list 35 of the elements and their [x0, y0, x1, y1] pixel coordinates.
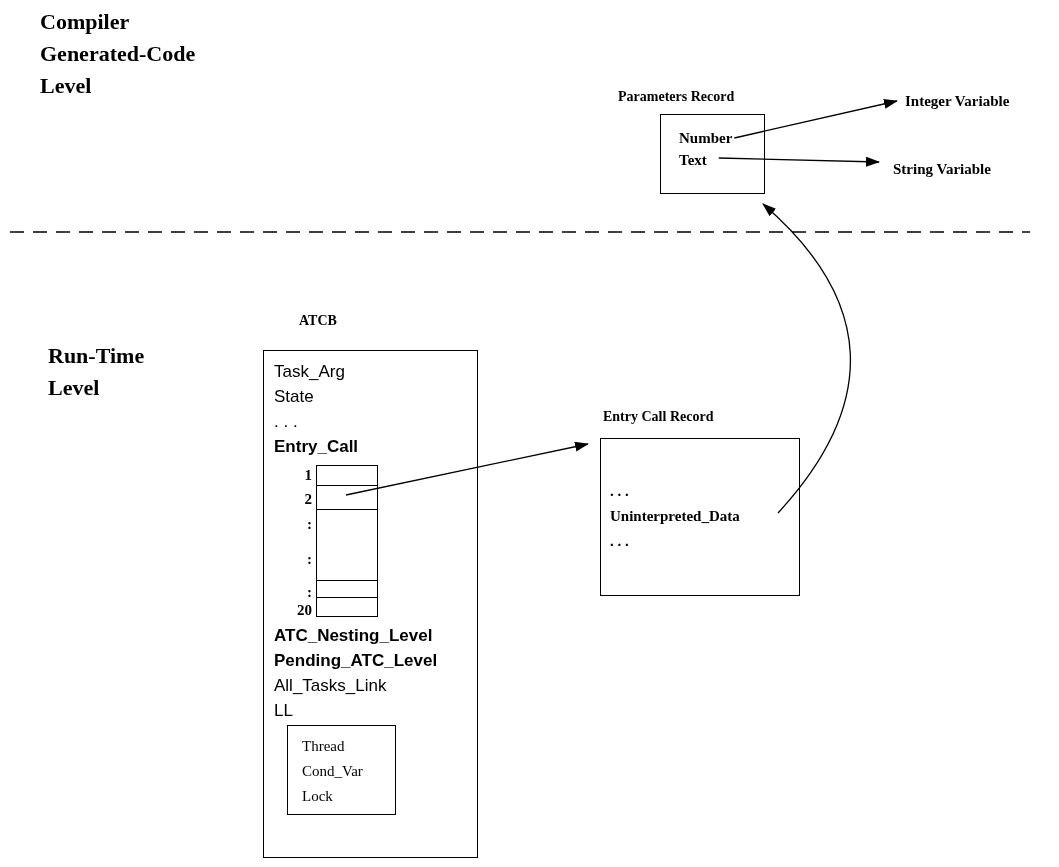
array-box [316, 465, 378, 617]
level-label: Compiler Generated-Code Level [40, 8, 197, 100]
field-name: . . . [610, 482, 629, 501]
field-name: Entry_Call [274, 436, 359, 458]
level-label: Run-Time Level [48, 342, 146, 402]
field-name: . . . [610, 532, 629, 551]
field-name: Uninterpreted_Data [610, 507, 740, 526]
type-label: Integer Variable [905, 92, 1010, 110]
nested-box [287, 725, 396, 815]
arrow [762, 203, 851, 514]
field-name: Task_Arg [274, 361, 345, 383]
index-label: : [307, 551, 312, 567]
arrow [345, 441, 589, 496]
field-name: Text [679, 151, 707, 169]
field-name: LL [274, 700, 293, 722]
type-label: String Variable [893, 160, 991, 178]
field-name: . . . [274, 411, 298, 433]
field-name: All_Tasks_Link [274, 675, 387, 697]
field-name: State [274, 386, 314, 408]
index-label: : [307, 584, 312, 600]
field-name: Lock [302, 787, 334, 806]
field-name: Thread [302, 737, 346, 756]
field-name: Number [679, 129, 733, 147]
index-label: : [307, 516, 312, 532]
arrow [733, 99, 898, 139]
record-title: Parameters Record [618, 88, 735, 106]
field-name: Pending_ATC_Level [274, 650, 438, 672]
arrow [718, 156, 880, 167]
record-title: ATCB [299, 312, 337, 330]
index-label: 2 [304, 491, 312, 507]
record-title: Entry Call Record [603, 408, 714, 426]
field-name: ATC_Nesting_Level [274, 625, 433, 647]
index-label: 20 [297, 602, 312, 618]
field-name: Cond_Var [302, 762, 364, 781]
index-label: 1 [304, 467, 312, 483]
